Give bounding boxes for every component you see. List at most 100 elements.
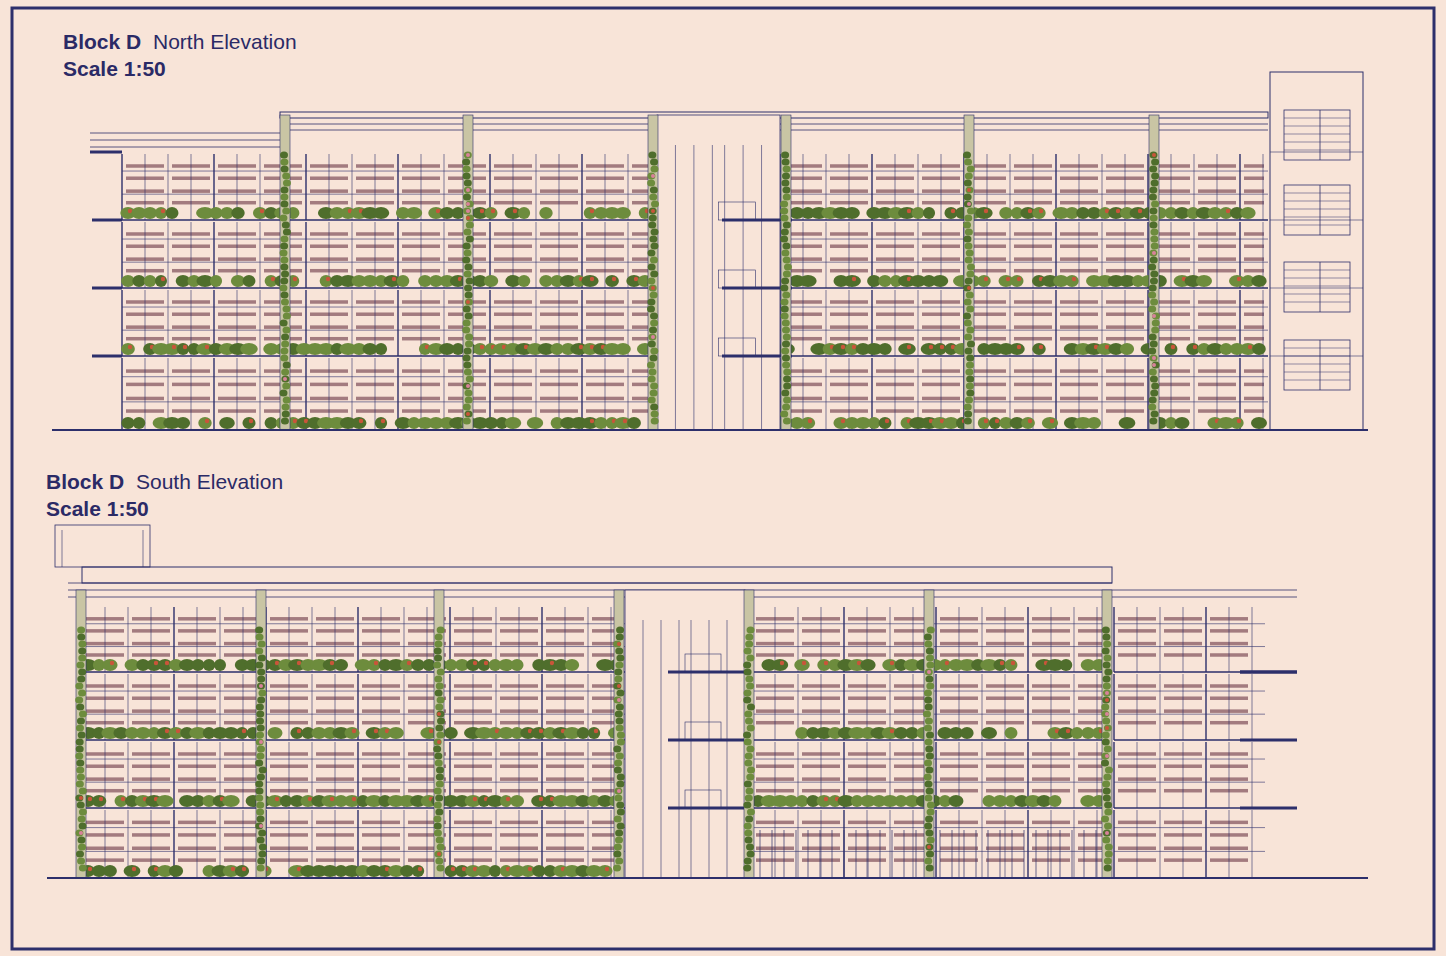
flower xyxy=(293,277,297,281)
mullion xyxy=(121,358,122,430)
climbing-plant xyxy=(647,362,655,369)
facade-line xyxy=(780,287,1268,289)
flower xyxy=(1011,661,1015,665)
flower xyxy=(984,209,988,213)
planter-foliage xyxy=(978,417,990,429)
louvre-stripe xyxy=(1078,696,1102,700)
climbing-plant xyxy=(964,299,972,306)
facade-line xyxy=(1284,201,1350,202)
planter-foliage xyxy=(375,343,387,355)
flower xyxy=(466,188,470,192)
facade-line xyxy=(780,239,1268,240)
mullion xyxy=(803,290,804,356)
louvre-stripe xyxy=(1078,764,1102,768)
facade-line xyxy=(1320,185,1321,235)
facade-line xyxy=(90,151,122,154)
mullion xyxy=(559,154,560,220)
flower xyxy=(1152,356,1156,360)
planter-foliage xyxy=(373,207,389,219)
climbing-plant xyxy=(280,320,288,327)
planter-foliage xyxy=(102,659,117,671)
climbing-plant xyxy=(781,313,789,320)
flower xyxy=(165,661,169,665)
climbing-plant xyxy=(783,271,791,278)
climbing-plant xyxy=(283,313,291,320)
climbing-plant xyxy=(650,390,658,397)
flower xyxy=(1050,419,1054,423)
climbing-plant xyxy=(782,320,790,327)
climbing-plant xyxy=(1151,159,1159,166)
mullion xyxy=(191,358,192,430)
mullion xyxy=(1229,742,1230,808)
flower xyxy=(1039,345,1043,349)
flower xyxy=(513,209,517,213)
flower xyxy=(808,419,812,423)
facade-line xyxy=(1284,134,1350,135)
facade-line xyxy=(1270,152,1363,153)
facade-line xyxy=(82,782,625,783)
flower xyxy=(890,729,894,733)
climbing-plant xyxy=(782,159,790,166)
climbing-plant xyxy=(1149,187,1157,194)
planter-foliage xyxy=(214,659,226,671)
flower xyxy=(984,419,988,423)
column xyxy=(648,115,658,430)
mullion xyxy=(1183,674,1184,740)
climbing-plant xyxy=(465,341,473,348)
planter-foliage xyxy=(878,275,891,287)
planter-foliage xyxy=(444,727,458,739)
climbing-plant xyxy=(464,250,472,257)
climbing-plant xyxy=(283,229,291,236)
facade-line xyxy=(122,239,657,240)
flower xyxy=(967,202,971,206)
planter-foliage xyxy=(240,343,258,355)
mullion xyxy=(289,674,290,740)
climbing-plant xyxy=(964,411,972,418)
planter-foliage xyxy=(801,417,815,429)
flower xyxy=(995,419,999,423)
flower xyxy=(429,729,433,733)
flower xyxy=(1066,729,1070,733)
planter-foliage xyxy=(1010,275,1023,287)
flower xyxy=(374,729,378,733)
climbing-plant xyxy=(463,404,471,411)
climbing-plant xyxy=(648,376,656,383)
flower xyxy=(539,797,543,801)
mullion xyxy=(397,290,398,356)
climbing-plant xyxy=(1149,334,1157,341)
planter-foliage xyxy=(236,727,248,739)
climbing-plant xyxy=(465,292,473,299)
louvre-stripe xyxy=(448,300,486,304)
flower xyxy=(929,345,933,349)
climbing-plant xyxy=(282,222,290,229)
climbing-plant xyxy=(281,341,289,348)
climbing-plant xyxy=(463,173,471,180)
facade-line xyxy=(1284,209,1350,210)
flower xyxy=(161,209,165,213)
mullion xyxy=(1074,742,1075,808)
climbing-plant xyxy=(1149,250,1157,257)
facade-line xyxy=(1284,278,1350,279)
facade-line xyxy=(1284,217,1350,218)
climbing-plant xyxy=(280,159,288,166)
climbing-plant xyxy=(464,348,472,355)
flower xyxy=(1152,314,1156,318)
climbing-plant xyxy=(1148,404,1156,411)
planter-foliage xyxy=(999,207,1013,219)
climbing-plant xyxy=(651,201,659,208)
climbing-plant xyxy=(783,418,791,425)
mullion xyxy=(982,742,983,808)
facade-line xyxy=(92,355,122,358)
mullion xyxy=(1160,674,1161,740)
climbing-plant xyxy=(963,152,971,159)
facade-line xyxy=(122,355,657,357)
mullion xyxy=(918,290,919,356)
flower xyxy=(1072,277,1076,281)
planter-foliage xyxy=(1071,727,1083,739)
flower xyxy=(436,209,440,213)
louvre-stripe xyxy=(1244,300,1264,304)
climbing-plant xyxy=(280,278,288,285)
climbing-plant xyxy=(1149,397,1157,404)
flower xyxy=(161,277,165,281)
planter-foliage xyxy=(1120,343,1134,355)
